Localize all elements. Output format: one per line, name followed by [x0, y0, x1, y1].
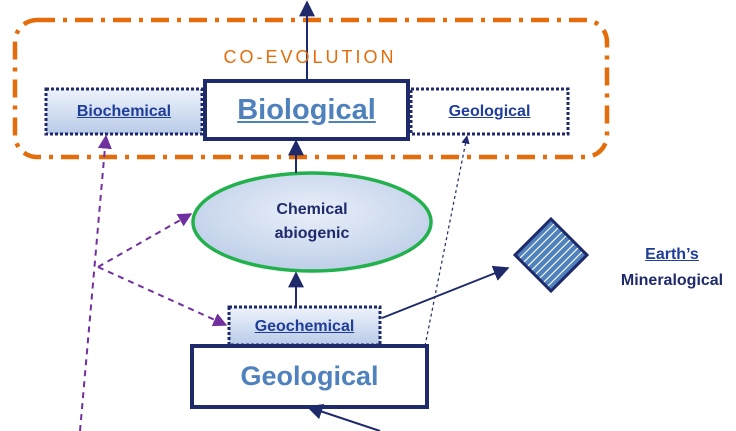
arrow-geochemical-to-mineralogical [381, 265, 510, 319]
arrow-geological-to-geological-small [424, 135, 470, 347]
earths-mineralogical-line2[interactable]: Mineralogical [620, 272, 724, 289]
diamond-stripe [515, 219, 557, 291]
diamond-stripe [515, 219, 573, 291]
geological-main-box[interactable] [190, 344, 429, 409]
geological-main-label[interactable]: Geological [240, 361, 379, 391]
striped-diamond-icon [512, 216, 590, 294]
biochemical-label[interactable]: Biochemical [76, 102, 172, 120]
diamond-stripe [545, 219, 587, 291]
co-evolution-title: CO-EVOLUTION [223, 46, 397, 67]
earths-mineralogical-line1[interactable]: Earth’s [645, 246, 699, 263]
geochemical-box[interactable] [227, 305, 382, 347]
geological-small-label[interactable]: Geological [448, 102, 531, 120]
biological-label[interactable]: Biological [237, 93, 376, 126]
diamond-stripe [537, 219, 587, 291]
diamond-stripe [515, 219, 565, 291]
biological-box[interactable] [203, 79, 410, 141]
arrow-bottom-into-geological [306, 403, 381, 431]
chemical-abiogenic-ellipse[interactable] [191, 171, 433, 273]
geochemical-label[interactable]: Geochemical [254, 318, 355, 335]
geological-small-box[interactable] [409, 87, 570, 136]
biochemical-box[interactable] [44, 87, 204, 136]
purple-dashed-connectors [79, 134, 228, 431]
chemical-abiogenic-label[interactable]: Chemical abiogenic [274, 201, 350, 242]
diamond-stripe [529, 219, 587, 291]
co-evolution-frame [12, 17, 610, 160]
